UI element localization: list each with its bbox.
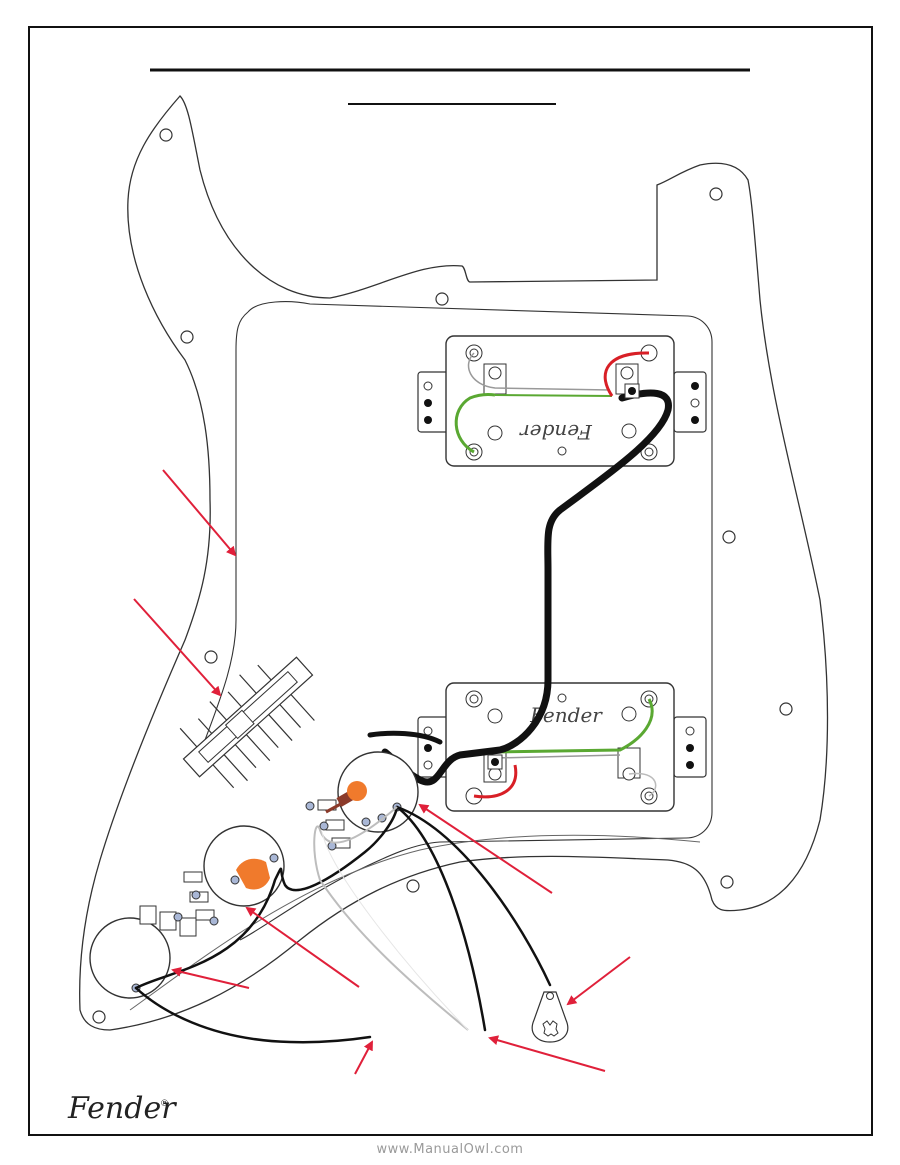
bridge-humbucker: Fender <box>417 682 707 812</box>
callout-arrow-ground-lug <box>566 956 631 1006</box>
callout-arrow-ground-wire <box>488 1035 606 1072</box>
control-wiring <box>134 805 552 1044</box>
fender-script-logo: Fender <box>67 1091 177 1126</box>
tone-pot-lower <box>183 825 285 926</box>
bare-ground-wire-inner <box>321 831 469 1031</box>
callout-arrow-tone-pot-lower <box>245 906 360 988</box>
ground-lug-icon <box>531 991 569 1043</box>
callout-arrow-pickguard <box>162 469 237 557</box>
callout-arrows <box>133 469 631 1075</box>
bare-ground-wire <box>313 806 469 1031</box>
neck-humbucker: Fender <box>417 335 707 467</box>
pickup-internal-wires <box>454 351 657 799</box>
callout-arrow-volume-pot <box>171 966 250 989</box>
control-cavity-curve <box>129 834 701 1011</box>
pickup-cables <box>367 383 672 786</box>
callout-arrow-switch <box>133 598 222 697</box>
pickguard-rout <box>239 301 713 941</box>
callout-arrow-output <box>354 1040 373 1075</box>
callout-arrow-tone-pot-upper <box>418 803 553 894</box>
watermark: www.ManualOwl.com <box>376 1142 524 1157</box>
pickguard-outline <box>79 95 829 1031</box>
neck-pickup-logo: Fender <box>519 420 593 444</box>
registered-mark: ® <box>160 1099 169 1109</box>
screw-holes <box>92 128 793 1024</box>
5-way-switch-icon <box>179 656 315 789</box>
page-frame <box>28 26 873 1136</box>
